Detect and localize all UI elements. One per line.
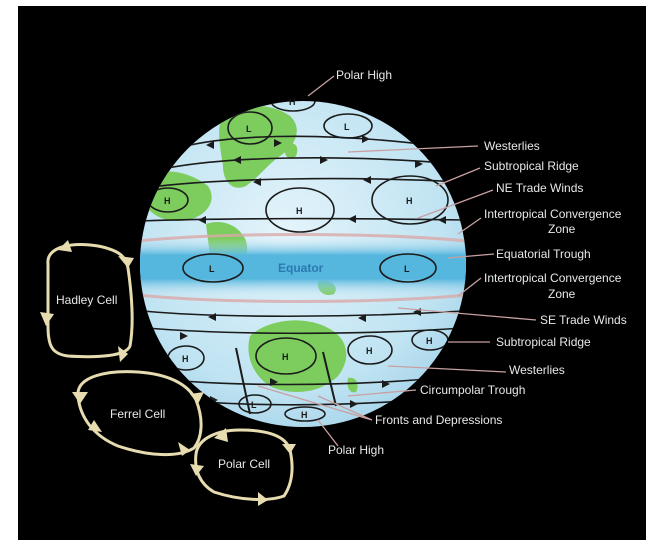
diagram-canvas: H L L H H H L L H H H H L H Equator Pola… xyxy=(18,6,646,540)
land-japan xyxy=(285,144,297,159)
leader-polar-high-top xyxy=(308,76,334,96)
equator-label: Equator xyxy=(278,261,324,275)
hadley-arrow-1 xyxy=(58,240,72,252)
label-westerlies-bottom: Westerlies xyxy=(509,363,565,377)
hadley-arrow-2 xyxy=(118,256,134,268)
polar-arrow-3 xyxy=(258,492,268,506)
label-itcz-bottom-line2: Zone xyxy=(548,287,576,301)
high-letter: H xyxy=(289,97,296,107)
label-itcz-bottom-line1: Intertropical Convergence xyxy=(484,271,622,285)
high-letter: H xyxy=(426,336,433,346)
label-itcz-top-line2: Zone xyxy=(548,222,576,236)
high-letter: H xyxy=(282,352,289,362)
low-letter: L xyxy=(246,124,252,134)
hadley-cell: Hadley Cell xyxy=(40,240,134,362)
label-subtropical-ridge-top: Subtropical Ridge xyxy=(484,159,579,173)
label-polar-high-top: Polar High xyxy=(336,68,392,82)
ferrel-arrow-1 xyxy=(72,392,88,404)
low-letter: L xyxy=(209,264,215,274)
label-equatorial-trough: Equatorial Trough xyxy=(496,247,591,261)
label-westerlies-top: Westerlies xyxy=(484,139,540,153)
label-circumpolar-trough: Circumpolar Trough xyxy=(420,383,525,397)
label-subtropical-ridge-bottom: Subtropical Ridge xyxy=(496,335,591,349)
label-itcz-top-line1: Intertropical Convergence xyxy=(484,207,622,221)
high-letter: H xyxy=(301,410,308,420)
polar-cell: Polar Cell xyxy=(190,428,296,506)
high-letter: H xyxy=(366,346,373,356)
polar-arrow-2 xyxy=(282,444,296,454)
ferrel-cell: Ferrel Cell xyxy=(72,372,204,456)
high-letter: H xyxy=(182,354,189,364)
ferrel-cell-label: Ferrel Cell xyxy=(110,407,165,421)
low-letter: L xyxy=(404,264,410,274)
label-ne-trade-winds: NE Trade Winds xyxy=(496,181,583,195)
label-polar-high-bottom: Polar High xyxy=(328,443,384,457)
low-letter: L xyxy=(344,122,350,132)
globe: H L L H H H L L H H H H L H Equator xyxy=(128,91,478,427)
high-letter: H xyxy=(164,196,171,206)
ferrel-arrow-2 xyxy=(190,392,204,404)
hadley-arrow-4 xyxy=(40,312,54,326)
global-circulation-diagram: H L L H H H L L H H H H L H Equator Pola… xyxy=(18,6,646,540)
leader-subtropical-ridge-top xyxy=(436,168,480,186)
polar-arrow-4 xyxy=(190,464,204,476)
low-letter: L xyxy=(251,400,257,410)
label-fronts-and-depressions: Fronts and Depressions xyxy=(375,413,502,427)
hadley-cell-label: Hadley Cell xyxy=(56,293,117,307)
polar-cell-label: Polar Cell xyxy=(218,457,270,471)
label-se-trade-winds: SE Trade Winds xyxy=(540,313,627,327)
high-letter: H xyxy=(406,196,413,206)
high-letter: H xyxy=(296,206,303,216)
